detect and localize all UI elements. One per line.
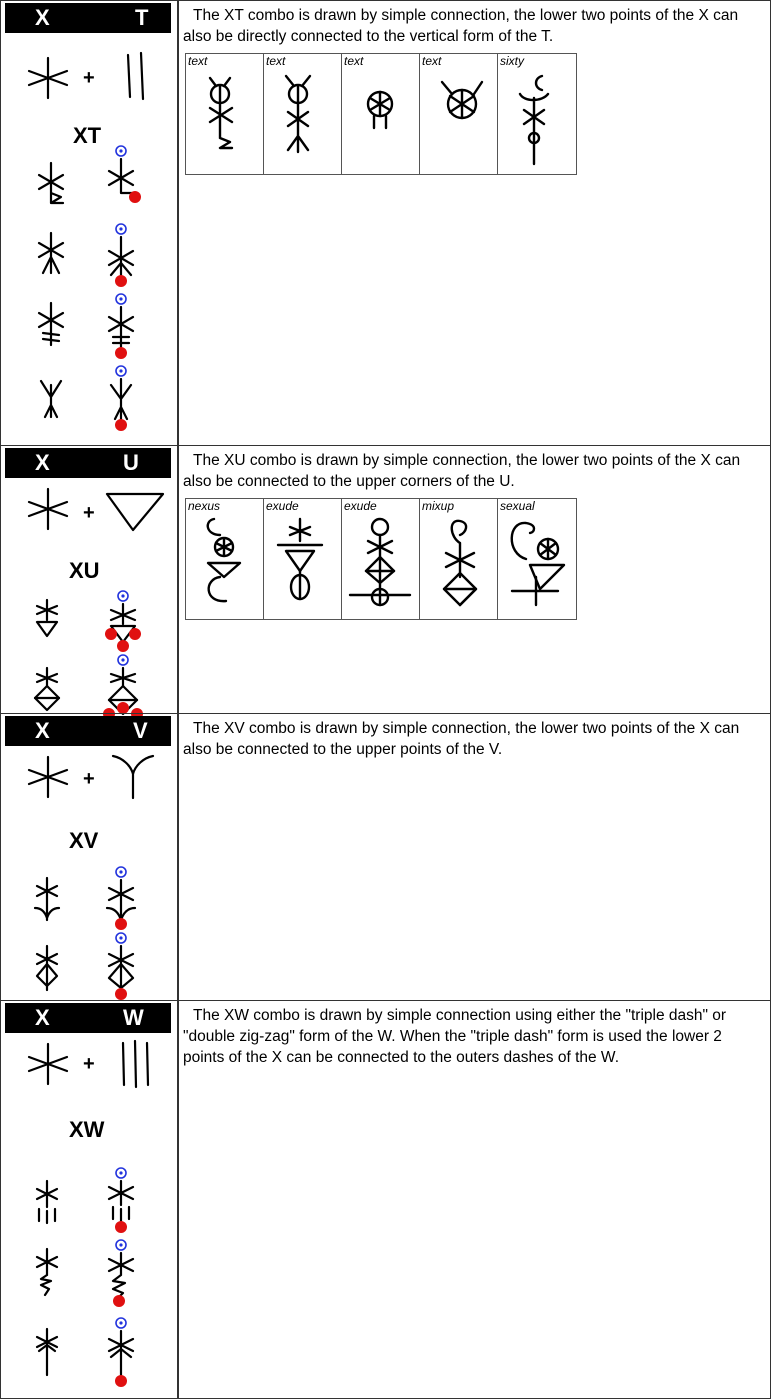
x-letter-icon <box>27 755 69 799</box>
u-letter-icon <box>105 492 165 532</box>
section-xt: X T + XT The XT combo is drawn by simple… <box>0 0 771 445</box>
example-glyph-icon <box>348 517 412 607</box>
xv-form-1-guide-icon <box>105 866 137 930</box>
letter-header-xt: X T <box>5 3 171 33</box>
v-letter-icon <box>111 754 155 800</box>
example-word: sixty <box>500 54 524 68</box>
description-panel-xw: The XW combo is drawn by simple connecti… <box>179 1001 770 1398</box>
section-xw: X W + XW The XW combo is drawn by simple… <box>0 1000 771 1399</box>
example-glyph-icon <box>518 74 550 166</box>
letter-1: X <box>35 450 50 475</box>
example-glyph-icon <box>206 517 242 603</box>
letter-header-xv: X V <box>5 716 171 746</box>
xt-form-4-guide-icon <box>109 365 133 431</box>
xv-form-2-guide-icon <box>107 932 135 1000</box>
t-letter-icon <box>126 51 145 101</box>
xt-form-3-guide-icon <box>107 293 135 359</box>
letter-2: T <box>135 5 149 30</box>
example-cell: mixup <box>420 499 498 619</box>
example-word: nexus <box>188 499 221 513</box>
plus-sign: + <box>83 768 95 790</box>
example-words-xt: text text text text sixty <box>185 53 577 175</box>
xt-form-1-guide-icon <box>107 145 141 203</box>
combo-description: The XW combo is drawn by simple connecti… <box>183 1007 727 1066</box>
example-word: text <box>344 54 364 68</box>
example-glyph-icon <box>284 74 312 154</box>
plus-sign: + <box>83 67 95 89</box>
example-word: exude <box>266 499 299 513</box>
example-cell: text <box>186 54 264 174</box>
letter-2: W <box>123 1005 144 1030</box>
section-xu: X U + XU The XU combo is drawn by simple… <box>0 445 771 720</box>
example-cell: nexus <box>186 499 264 619</box>
example-word: text <box>266 54 286 68</box>
letter-1: X <box>35 5 50 30</box>
x-letter-icon <box>27 487 69 531</box>
xt-form-1-icon <box>37 161 65 205</box>
letter-2: U <box>123 450 139 475</box>
example-word: text <box>422 54 442 68</box>
example-word: mixup <box>422 499 455 513</box>
xw-form-2-guide-icon <box>107 1239 135 1307</box>
xw-form-3-icon <box>35 1327 59 1377</box>
example-cell: exude <box>264 499 342 619</box>
example-glyph-icon <box>442 519 478 607</box>
xu-form-2-icon <box>33 666 61 712</box>
description-panel-xv: The XV combo is drawn by simple connecti… <box>179 714 770 1000</box>
combo-label: XU <box>69 558 100 583</box>
example-cell: text <box>342 54 420 174</box>
combo-label: XW <box>69 1117 105 1142</box>
glyph-panel-xv: X V + XV <box>1 714 179 1000</box>
xw-form-1-icon <box>35 1179 59 1225</box>
letter-2: V <box>133 718 148 743</box>
combo-description: The XV combo is drawn by simple connecti… <box>183 720 740 758</box>
example-cell: text <box>420 54 498 174</box>
xv-form-1-icon <box>33 876 61 922</box>
description-panel-xu: The XU combo is drawn by simple connecti… <box>179 446 770 713</box>
example-glyph-icon <box>208 76 234 150</box>
xw-form-2-icon <box>35 1247 59 1297</box>
example-glyph-icon <box>510 521 566 607</box>
w-letter-icon <box>121 1039 150 1089</box>
plus-sign: + <box>83 502 95 524</box>
glyph-panel-xw: X W + XW <box>1 1001 179 1398</box>
section-xv: X V + XV The XV combo is drawn by simple… <box>0 713 771 1000</box>
example-glyph-icon <box>366 90 394 130</box>
letter-1: X <box>35 1005 50 1030</box>
xu-form-1-guide-icon <box>105 590 141 652</box>
example-glyph-icon <box>276 517 324 601</box>
xv-form-2-icon <box>35 944 59 992</box>
x-letter-icon <box>27 1042 69 1086</box>
example-word: text <box>188 54 208 68</box>
xw-form-3-guide-icon <box>107 1317 135 1387</box>
xw-form-1-guide-icon <box>107 1167 135 1233</box>
xt-form-3-icon <box>37 301 65 347</box>
xt-form-2-guide-icon <box>107 223 135 287</box>
example-cell: sexual <box>498 499 576 619</box>
combo-description: The XU combo is drawn by simple connecti… <box>183 452 741 490</box>
combo-label: XT <box>73 123 102 148</box>
example-word: exude <box>344 499 377 513</box>
example-word: sexual <box>500 499 535 513</box>
combo-label: XV <box>69 828 99 853</box>
example-cell: sixty <box>498 54 576 174</box>
letter-header-xw: X W <box>5 1003 171 1033</box>
xu-form-1-icon <box>35 598 59 638</box>
glyph-panel-xu: X U + XU <box>1 446 179 720</box>
example-words-xu: nexus exude exude mixup sexual <box>185 498 577 620</box>
description-panel-xt: The XT combo is drawn by simple connecti… <box>179 1 770 445</box>
letter-header-xu: X U <box>5 448 171 478</box>
x-letter-icon <box>27 56 69 100</box>
combo-description: The XT combo is drawn by simple connecti… <box>183 7 739 45</box>
example-cell: exude <box>342 499 420 619</box>
xt-form-4-icon <box>39 379 63 419</box>
xt-form-2-icon <box>37 231 65 275</box>
glyph-panel-xt: X T + XT <box>1 1 179 445</box>
letter-1: X <box>35 718 50 743</box>
example-glyph-icon <box>440 80 484 120</box>
plus-sign: + <box>83 1053 95 1075</box>
example-cell: text <box>264 54 342 174</box>
